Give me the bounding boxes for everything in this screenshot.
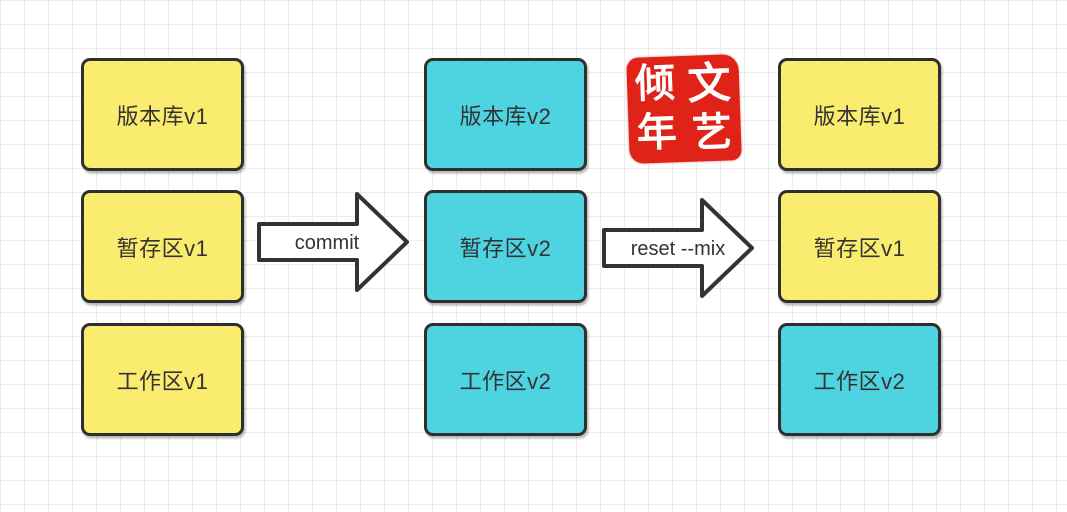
box-staging-v1-right: 暂存区v1 (778, 190, 941, 303)
box-label: 版本库v2 (459, 103, 552, 129)
seal-char: 年 (635, 107, 678, 157)
box-label: 版本库v1 (813, 103, 906, 129)
commit-arrow: commit (257, 192, 409, 292)
commit-arrow-label: commit (295, 232, 360, 254)
box-staging-v2-middle: 暂存区v2 (424, 190, 587, 303)
box-repository-v1-right: 版本库v1 (778, 58, 941, 171)
seal-stamp: 倾 文 年 艺 (626, 54, 742, 164)
box-workspace-v1-left: 工作区v1 (81, 323, 244, 436)
seal-char: 倾 (634, 58, 676, 108)
reset-mix-arrow: reset --mix (602, 198, 754, 298)
box-label: 暂存区v2 (459, 235, 552, 261)
box-label: 暂存区v1 (813, 235, 906, 261)
commit-arrow-shape (257, 192, 409, 292)
box-label: 暂存区v1 (116, 235, 209, 261)
box-repository-v1-left: 版本库v1 (81, 58, 244, 171)
box-label: 工作区v1 (116, 368, 209, 394)
seal-char: 艺 (691, 107, 733, 157)
box-workspace-v2-middle: 工作区v2 (424, 323, 587, 436)
box-workspace-v2-right: 工作区v2 (778, 323, 941, 436)
box-label: 版本库v1 (116, 103, 209, 129)
box-label: 工作区v2 (459, 368, 552, 394)
reset-mix-arrow-label: reset --mix (631, 238, 725, 260)
box-staging-v1-left: 暂存区v1 (81, 190, 244, 303)
box-repository-v2-middle: 版本库v2 (424, 58, 587, 171)
reset-mix-arrow-shape (602, 198, 754, 298)
box-label: 工作区v2 (813, 368, 906, 394)
